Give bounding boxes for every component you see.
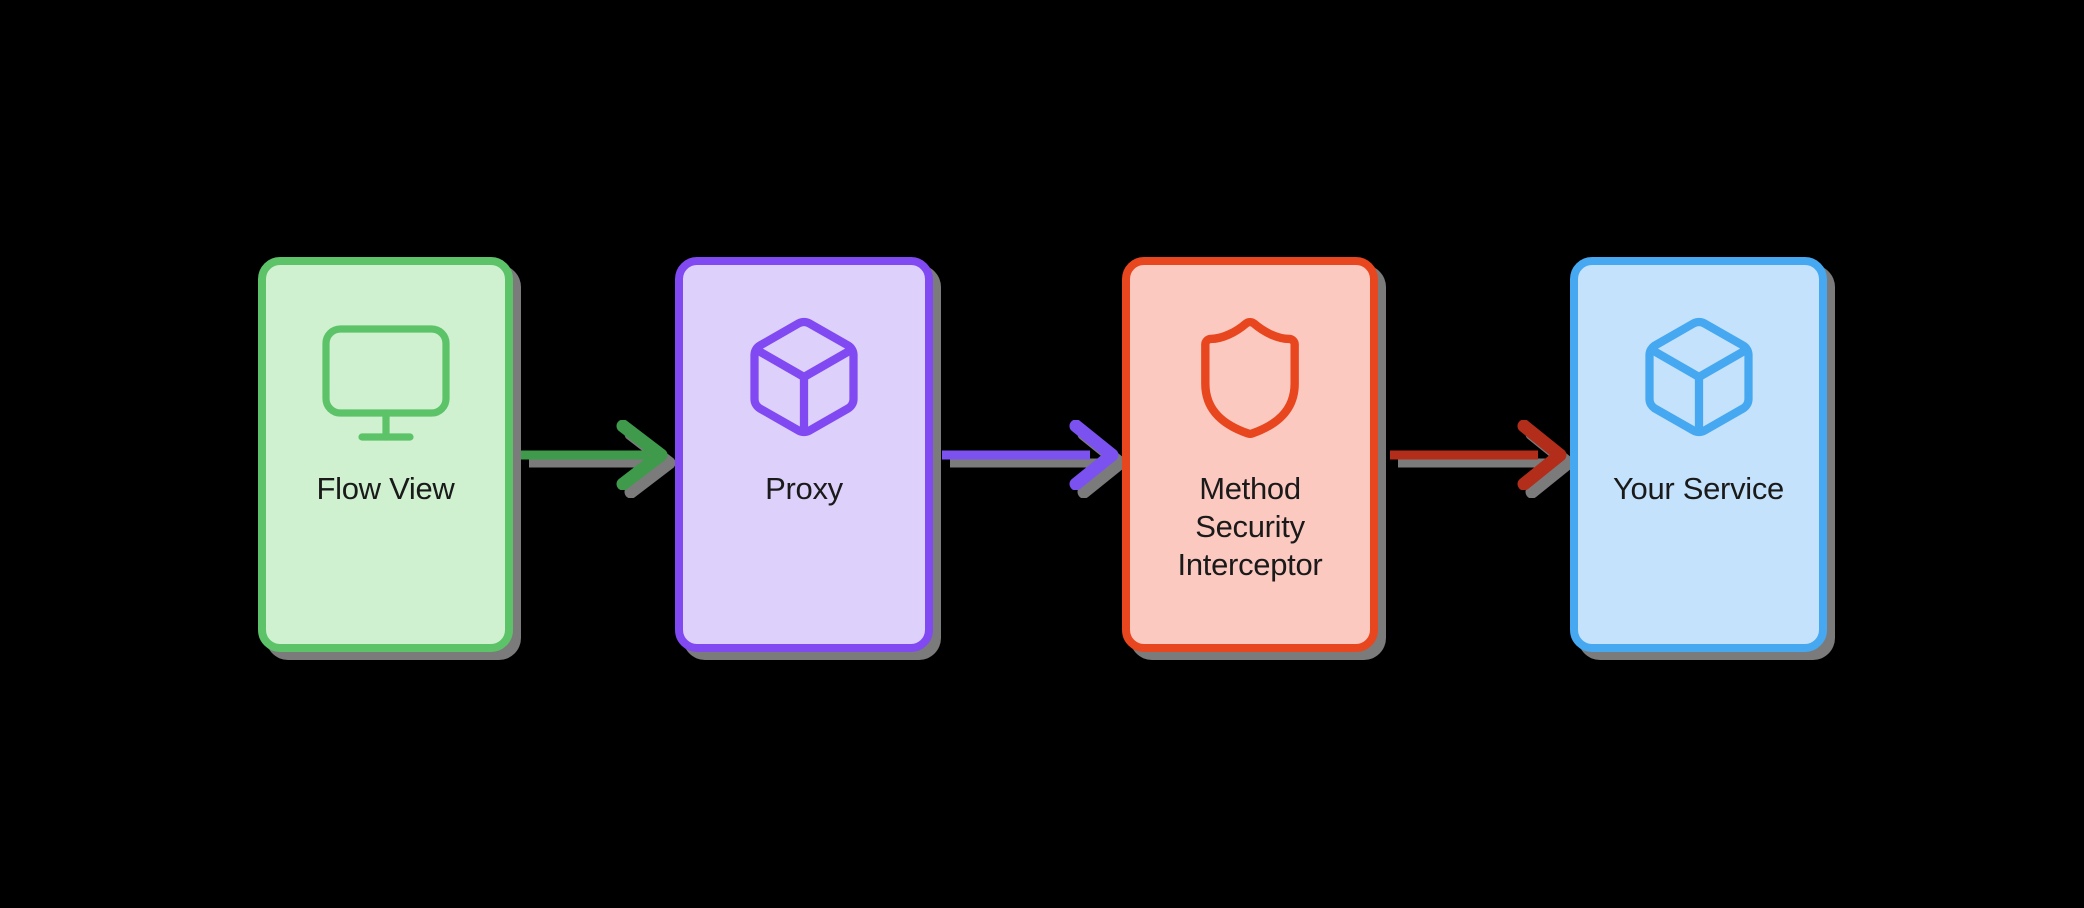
node-label: Method Security Interceptor xyxy=(1177,471,1323,582)
node-label: Your Service xyxy=(1612,471,1785,506)
cube-icon xyxy=(1633,311,1765,443)
node-your-service: Your Service xyxy=(1570,257,1827,652)
arrow-proxy-to-interceptor xyxy=(936,420,1120,490)
node-flow-view: Flow View xyxy=(258,257,513,652)
monitor-icon xyxy=(314,311,458,455)
node-method-security-interceptor: Method Security Interceptor xyxy=(1122,257,1378,652)
arrow-interceptor-to-service xyxy=(1384,420,1568,490)
node-proxy: Proxy xyxy=(675,257,933,652)
shield-icon xyxy=(1183,311,1317,445)
arrow-flow-view-to-proxy xyxy=(515,420,671,490)
node-label: Flow View xyxy=(316,471,455,506)
node-label: Proxy xyxy=(765,471,843,506)
cube-icon xyxy=(738,311,870,443)
